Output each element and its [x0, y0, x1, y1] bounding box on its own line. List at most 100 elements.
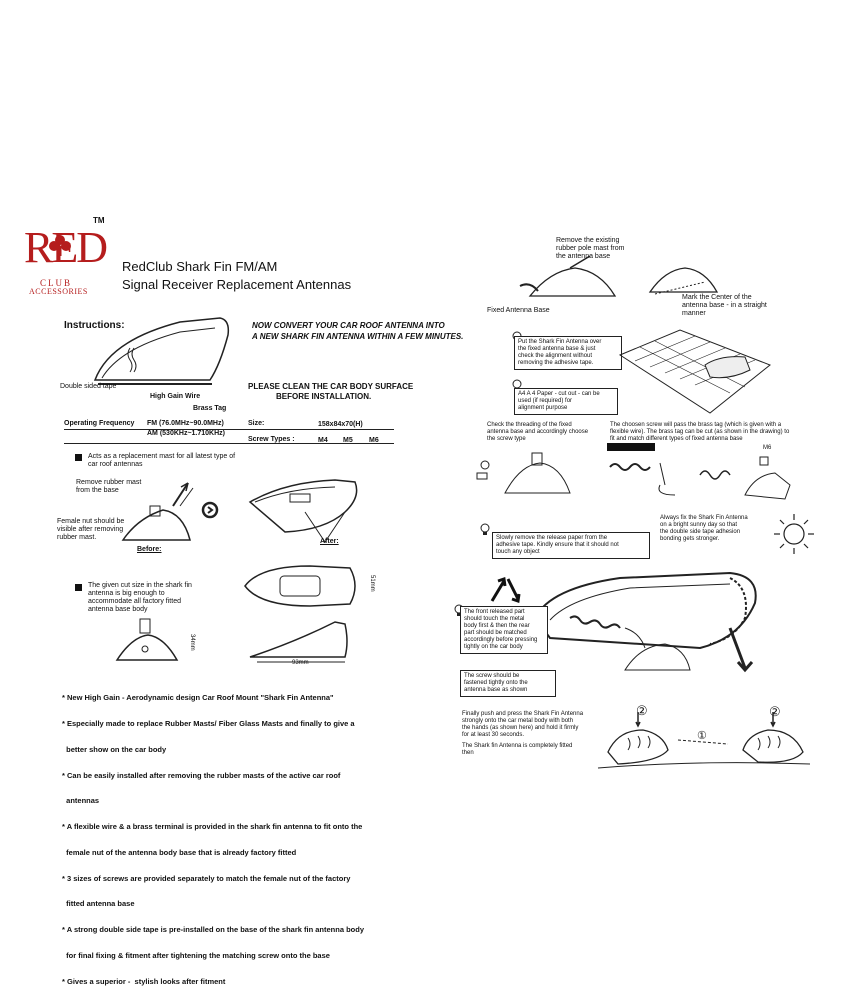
- always-line-2: on a bright sunny day so that: [660, 522, 738, 528]
- a4-line-3: alignment purpose: [518, 405, 568, 411]
- final-line-4: for at least 30 seconds.: [462, 732, 525, 738]
- putover-line-1: Put the Shark Fin Antenna over: [518, 339, 602, 345]
- fm-range: FM (76.0MHz~90.0MHz): [147, 420, 224, 427]
- note2-line-1: The given cut size in the shark fin: [88, 582, 192, 589]
- thread-line-1: Check the threading of the fixed: [487, 422, 572, 428]
- always-line-4: bonding gets stronger.: [660, 536, 720, 542]
- front-line-6: tightly on the car body: [464, 644, 523, 650]
- size-label: Size:: [248, 420, 265, 427]
- remove-line-2: from the base: [76, 487, 119, 494]
- instructions-label: Instructions:: [64, 320, 125, 331]
- slowly-note-box: Slowly remove the release paper from the…: [492, 532, 650, 559]
- dim-depth: 51mm: [369, 575, 375, 592]
- brass-tag-label: Brass Tag: [193, 405, 227, 412]
- remove-existing-line-2: rubber pole mast from: [556, 245, 625, 252]
- thread-line-2: antenna base and accordingly choose: [487, 429, 589, 435]
- logo-sub-club: CLUB: [40, 278, 73, 288]
- putover-line-4: removing the adhesive tape.: [518, 360, 594, 366]
- a4-line-1: A4 A 4 Paper - cut out - can be: [518, 391, 600, 397]
- screw-fast-line-3: antenna base as shown: [464, 687, 528, 693]
- feature-item: * A strong double side tape is pre-insta…: [62, 925, 364, 935]
- large-fin-illustration: [533, 571, 757, 673]
- bullet-square-2: [75, 584, 82, 591]
- feature-item: female nut of the antenna body base that…: [62, 847, 297, 857]
- remove-existing-line-1: Remove the existing: [556, 237, 620, 244]
- step-number-2-right: ②: [769, 704, 781, 719]
- putover-line-2: the fixed antenna base & just: [518, 346, 596, 352]
- screw-fast-line-1: The screw should be: [464, 673, 520, 679]
- trademark-symbol: TM: [93, 216, 105, 225]
- note1-line-1: Acts as a replacement mast for all lates…: [88, 453, 236, 460]
- next-arrow-icon: [201, 501, 219, 519]
- size-value: 158x84x70(H): [318, 421, 363, 428]
- feature-item: fitted antenna base: [62, 899, 135, 909]
- final-line-6: then: [462, 750, 474, 756]
- a4-line-2: used (if required) for: [518, 398, 573, 404]
- mark-center-illustration: [648, 267, 719, 295]
- screw-fasten-box: The screw should be fastened tightly ont…: [460, 670, 556, 697]
- spec-divider-2: [64, 443, 394, 444]
- dim-height: 34mm: [189, 634, 195, 651]
- convert-line-1: NOW CONVERT YOUR CAR ROOF ANTENNA INTO: [252, 321, 445, 330]
- car-roof-grid-illustration: [618, 329, 771, 414]
- a4-note-box: A4 A 4 Paper - cut out - can be used (if…: [514, 388, 618, 415]
- after-label: After:: [320, 538, 339, 545]
- bullet-square-1: [75, 454, 82, 461]
- screw-m5: M5: [343, 437, 353, 444]
- screw-types-label: Screw Types :: [248, 436, 295, 443]
- clean-line-2: BEFORE INSTALLATION.: [276, 392, 372, 401]
- front-line-5: accordingly before pressing: [464, 637, 538, 643]
- mark-center-line-3: manner: [682, 310, 706, 317]
- operating-frequency-label: Operating Frequency: [64, 420, 135, 427]
- sun-icon: [774, 514, 814, 554]
- step-number-1: ①: [697, 730, 707, 742]
- step-number-2-left: ②: [636, 703, 648, 718]
- slowly-line-1: Slowly remove the release paper from the: [496, 535, 608, 541]
- feature-item: * 3 sizes of screws are provided separat…: [62, 873, 351, 883]
- spec-divider-1: [64, 429, 394, 430]
- screw-fast-line-2: fastened tightly onto the: [464, 680, 528, 686]
- front-line-2: should touch the metal: [464, 616, 525, 622]
- fin-top-view-illustration: [244, 565, 356, 607]
- remove-existing-line-3: the antenna base: [556, 253, 611, 260]
- redacted-bar: [607, 443, 655, 451]
- coil-spring-illustration: [609, 456, 791, 500]
- slowly-line-2: adhesive tape. Kindly ensure that it sho…: [496, 542, 619, 548]
- putover-note-box: Put the Shark Fin Antenna over the fixed…: [514, 336, 622, 370]
- bulb-icon: [480, 523, 490, 535]
- front-line-1: The front released part: [464, 609, 525, 615]
- remove-line-1: Remove rubber mast: [76, 479, 142, 486]
- female-line-3: rubber mast.: [57, 534, 97, 541]
- female-line-1: Female nut should be: [57, 518, 125, 525]
- feature-item: better show on the car body: [62, 744, 167, 754]
- feature-item: * Gives a superior - stylish looks after…: [62, 976, 226, 986]
- slowly-line-3: touch any object: [496, 549, 540, 555]
- shark-fin-illustration: [93, 317, 230, 385]
- hands-pressing-illustration: [597, 712, 811, 769]
- feature-item: antennas: [62, 796, 100, 806]
- features-list: * New High Gain - Aerodynamic design Car…: [62, 677, 364, 1004]
- final-line-3: the hands (as shown here) and hold it fi…: [462, 725, 579, 731]
- mark-center-line-2: antenna base - in a straight: [682, 302, 767, 309]
- double-sided-tape-label: Double sided tape: [60, 383, 117, 390]
- feature-item: for final fixing & fitment after tighten…: [62, 951, 330, 960]
- title-line-1: RedClub Shark Fin FM/AM: [122, 259, 278, 274]
- feature-item: * New High Gain - Aerodynamic design Car…: [62, 693, 334, 703]
- clean-line-1: PLEASE CLEAN THE CAR BODY SURFACE: [248, 382, 414, 391]
- base-side-illustration: [115, 618, 179, 661]
- thread-line-3: the screw type: [487, 436, 526, 442]
- final-line-5: The Shark fin Antenna is completely fitt…: [462, 743, 573, 749]
- feature-item: * Can be easily installed after removing…: [62, 770, 341, 780]
- spring-wire-illustration: [569, 615, 691, 671]
- before-label: Before:: [137, 546, 162, 553]
- note1-line-2: car roof antennas: [88, 461, 143, 468]
- screw-line-3: fit and match different types of fixed a…: [610, 436, 743, 442]
- note2-line-2: antenna is big enough to: [88, 590, 165, 597]
- small-tag-label: M6: [763, 445, 772, 451]
- front-note-box: The front released part should touch the…: [460, 606, 548, 654]
- screw-line-1: The choosen screw will pass the brass ta…: [610, 422, 782, 428]
- screw-m6: M6: [369, 437, 379, 444]
- always-line-1: Always fix the Shark Fin Antenna: [660, 515, 748, 521]
- final-line-1: Finally push and press the Shark Fin Ant…: [462, 711, 584, 717]
- female-line-2: visible after removing: [57, 526, 124, 533]
